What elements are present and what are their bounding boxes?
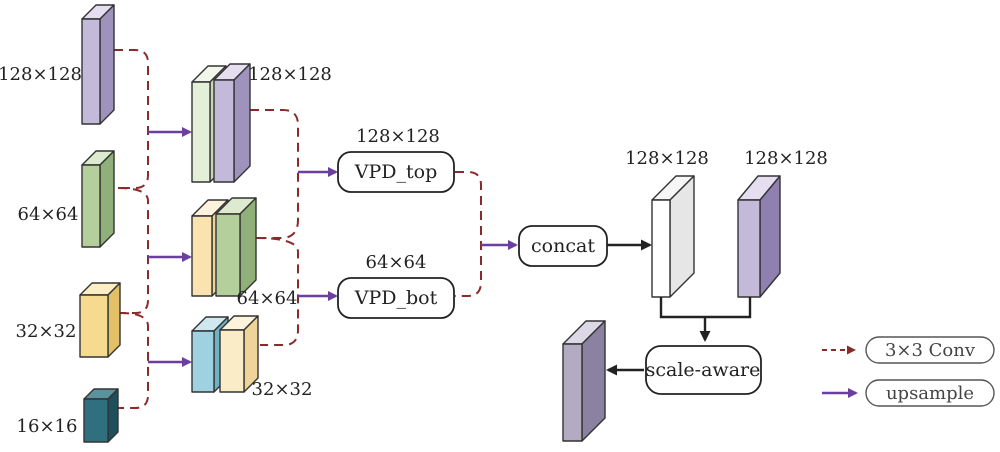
label-merge-128: 128×128: [248, 64, 332, 85]
concat-node: concat: [518, 225, 608, 267]
scale-aware-label: scale-aware: [646, 359, 761, 381]
conv-connectors: [114, 49, 482, 409]
size-labels: 128×128 64×64 32×32 16×16 128×128 64×64 …: [0, 64, 828, 437]
block-merge-32: [191, 315, 259, 393]
label-merge-32: 32×32: [252, 379, 313, 400]
scale-aware-node: scale-aware: [645, 345, 762, 395]
vpd-top-label: VPD_top: [354, 161, 437, 183]
block-final-output: [562, 320, 606, 442]
block-input-32: [79, 282, 121, 358]
vpd-bot-label: VPD_bot: [354, 287, 438, 309]
legend-conv-label: 3×3 Conv: [885, 340, 976, 361]
block-output-lavender: [737, 175, 781, 298]
label-vpd-top-size: 128×128: [356, 126, 440, 147]
label-merge-64: 64×64: [237, 288, 298, 309]
label-input-16: 16×16: [17, 416, 78, 437]
block-input-16: [83, 388, 119, 443]
block-merge-64: [191, 197, 257, 297]
legend-upsample: upsample: [822, 379, 995, 407]
legend-upsample-label: upsample: [886, 383, 974, 404]
conv-path-merge-top: [250, 109, 299, 239]
conv-path-merge-bot: [255, 237, 299, 346]
label-input-32: 32×32: [16, 321, 77, 342]
block-input-128: [81, 4, 115, 125]
label-input-64: 64×64: [18, 204, 79, 225]
block-merge-128: [191, 63, 251, 183]
label-output-left: 128×128: [625, 148, 709, 169]
merge-line: [659, 297, 752, 319]
conv-path-input-stack: [114, 49, 149, 409]
block-output-white: [651, 175, 695, 298]
conv-path-vpd: [455, 171, 482, 297]
vpd-top-node: VPD_top: [337, 151, 455, 193]
label-output-right: 128×128: [744, 148, 828, 169]
label-input-128: 128×128: [0, 64, 82, 85]
vpd-bot-node: VPD_bot: [337, 277, 455, 319]
block-input-64: [81, 150, 115, 248]
upsample-arrows: [148, 127, 518, 367]
output-connectors: [606, 239, 752, 376]
concat-label: concat: [531, 235, 595, 257]
legend: 3×3 Conv upsample: [822, 336, 995, 407]
legend-conv: 3×3 Conv: [822, 336, 995, 364]
label-vpd-bot-size: 64×64: [366, 252, 427, 273]
